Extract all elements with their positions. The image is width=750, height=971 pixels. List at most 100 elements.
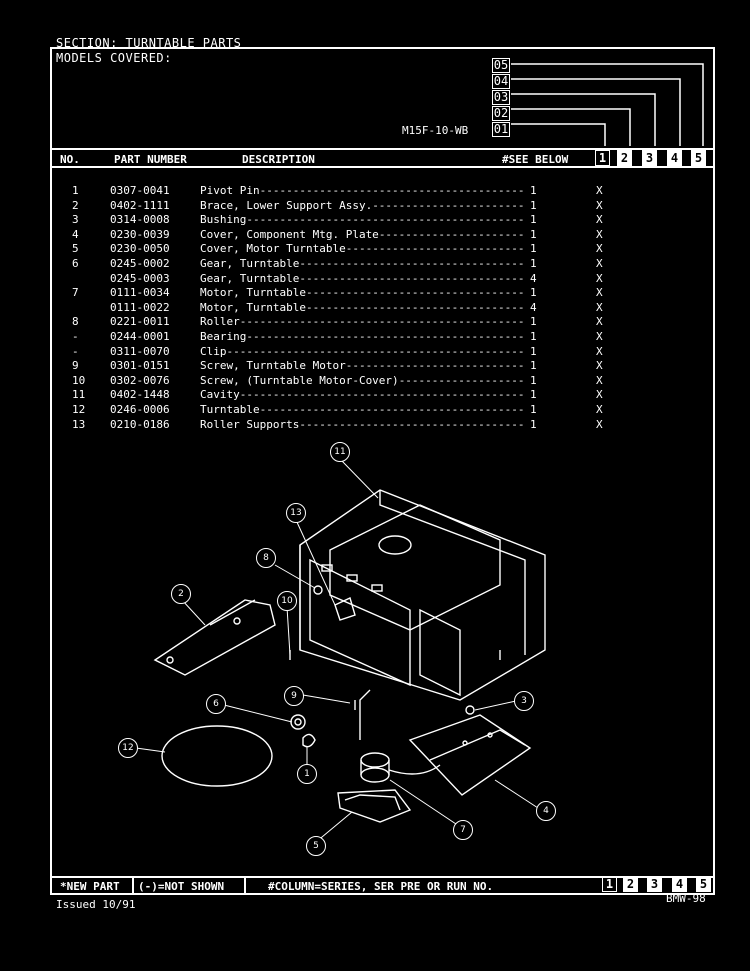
description: Roller Supports-------------------------…: [200, 418, 525, 432]
item-number: 3: [72, 213, 79, 227]
leader-dashes: ----------------------------------------…: [259, 184, 525, 197]
callout-label: 7: [460, 825, 466, 835]
series-code: 05: [492, 58, 510, 73]
description: Cavity----------------------------------…: [200, 388, 525, 402]
series-mark: X: [596, 388, 603, 402]
callout-label: 13: [290, 508, 302, 518]
series-mark: X: [596, 359, 603, 373]
models-covered-label: MODELS COVERED:: [56, 51, 172, 65]
series-code-stack: 05 04 03 02 01: [492, 58, 510, 138]
item-number: 4: [72, 227, 79, 241]
col-see-below-header: #SEE BELOW: [502, 153, 569, 166]
part-number: 0314-0008: [110, 213, 170, 227]
quantity: 4: [530, 271, 537, 285]
exploded-parts-diagram: [135, 460, 546, 843]
series-box: 4: [672, 876, 687, 892]
leader-dashes: ----------------------------------------…: [246, 213, 525, 227]
description: Cover, Component Mtg. Plate-------------…: [200, 228, 525, 242]
new-part-legend: *NEW PART: [60, 880, 120, 893]
series-code: 02: [492, 106, 510, 121]
quantity: 1: [530, 388, 537, 402]
series-mark: X: [596, 373, 603, 387]
part-number: 0311-0070: [110, 344, 170, 358]
series-mark: X: [596, 403, 603, 416]
item-number: 1: [72, 184, 79, 197]
series-box: 4: [667, 150, 682, 166]
callout-6: 6: [206, 694, 226, 714]
leader-dashes: ---------------------------------------: [299, 271, 525, 285]
quantity: 1: [530, 417, 537, 431]
series-mark: X: [596, 213, 603, 227]
page-frame: [50, 47, 715, 895]
series-mark: X: [596, 315, 603, 329]
series-mark: X: [596, 242, 603, 256]
description: Cover, Motor Turntable------------------…: [200, 242, 525, 256]
description: Gear, Turntable-------------------------…: [200, 257, 525, 271]
quantity: 1: [530, 242, 537, 256]
part-number: 0302-0076: [110, 373, 170, 387]
callout-label: 4: [543, 806, 549, 816]
part-number: 0245-0002: [110, 257, 170, 270]
leader-dashes: --------------------------------: [345, 242, 525, 256]
item-number: 9: [72, 359, 79, 373]
quantity: 4: [530, 300, 537, 314]
callout-2: 2: [171, 584, 191, 604]
leader-dashes: --------------------------------------: [305, 286, 525, 300]
callout-label: 12: [122, 743, 134, 753]
item-number: 10: [72, 373, 86, 387]
series-mark: X: [596, 330, 603, 343]
description: Bushing---------------------------------…: [200, 213, 525, 227]
leader-dashes: ----------------------------------------…: [226, 344, 526, 358]
item-number: 2: [72, 198, 79, 212]
part-number: 0230-0039: [110, 227, 170, 241]
part-number: 0402-1111: [110, 198, 170, 212]
series-box: 2: [623, 876, 638, 892]
series-mark: X: [596, 184, 603, 197]
callout-label: 10: [281, 596, 293, 606]
leader-dashes: ----------------------------------------…: [239, 315, 525, 329]
leader-dashes: ---------------------------------------: [299, 257, 525, 270]
callout-label: 3: [521, 696, 527, 706]
series-mark: X: [596, 417, 603, 431]
part-number: 0244-0001: [110, 330, 170, 343]
callout-label: 5: [313, 841, 319, 851]
quantity: 1: [530, 184, 537, 197]
footer-divider: [244, 878, 246, 894]
series-box: 1: [595, 150, 610, 166]
part-number: 0307-0041: [110, 184, 170, 197]
series-box: 3: [647, 876, 662, 892]
quantity: 1: [530, 403, 537, 416]
item-number: 12: [72, 403, 86, 416]
part-number: 0402-1448: [110, 388, 170, 402]
callout-13: 13: [286, 503, 306, 523]
callout-9: 9: [284, 686, 304, 706]
callout-4: 4: [536, 801, 556, 821]
cover-motor-turntable: [337, 789, 412, 823]
part-number: 0230-0050: [110, 242, 170, 256]
callout-8: 8: [256, 548, 276, 568]
item-number: 13: [72, 417, 86, 431]
description: Pivot Pin-------------------------------…: [200, 184, 525, 198]
part-number: 0245-0003: [110, 271, 170, 285]
description: Clip------------------------------------…: [200, 345, 525, 359]
leader-dashes: --------------------------------------: [305, 300, 525, 314]
brace-shape: [153, 599, 276, 676]
description: Brace, Lower Support Assy.--------------…: [200, 199, 525, 213]
description: Motor, Turntable------------------------…: [200, 301, 525, 315]
cover-component-plate: [408, 714, 532, 796]
series-box: 5: [696, 876, 711, 892]
part-number: 0221-0011: [110, 315, 170, 329]
leader-dashes: --------------------------------: [345, 359, 525, 373]
part-number: 0111-0034: [110, 286, 170, 300]
leader-dashes: ---------------------------: [378, 227, 525, 241]
item-number: 5: [72, 242, 79, 256]
leader-dashes: ----------------------------: [372, 198, 525, 212]
item-number: 6: [72, 257, 79, 270]
quantity: 1: [530, 330, 537, 343]
series-box: 2: [617, 150, 632, 166]
callout-11: 11: [330, 442, 350, 462]
col-part-header: PART NUMBER: [114, 153, 187, 166]
section-title: SECTION: TURNTABLE PARTS: [56, 36, 242, 50]
series-mark: X: [596, 198, 603, 212]
